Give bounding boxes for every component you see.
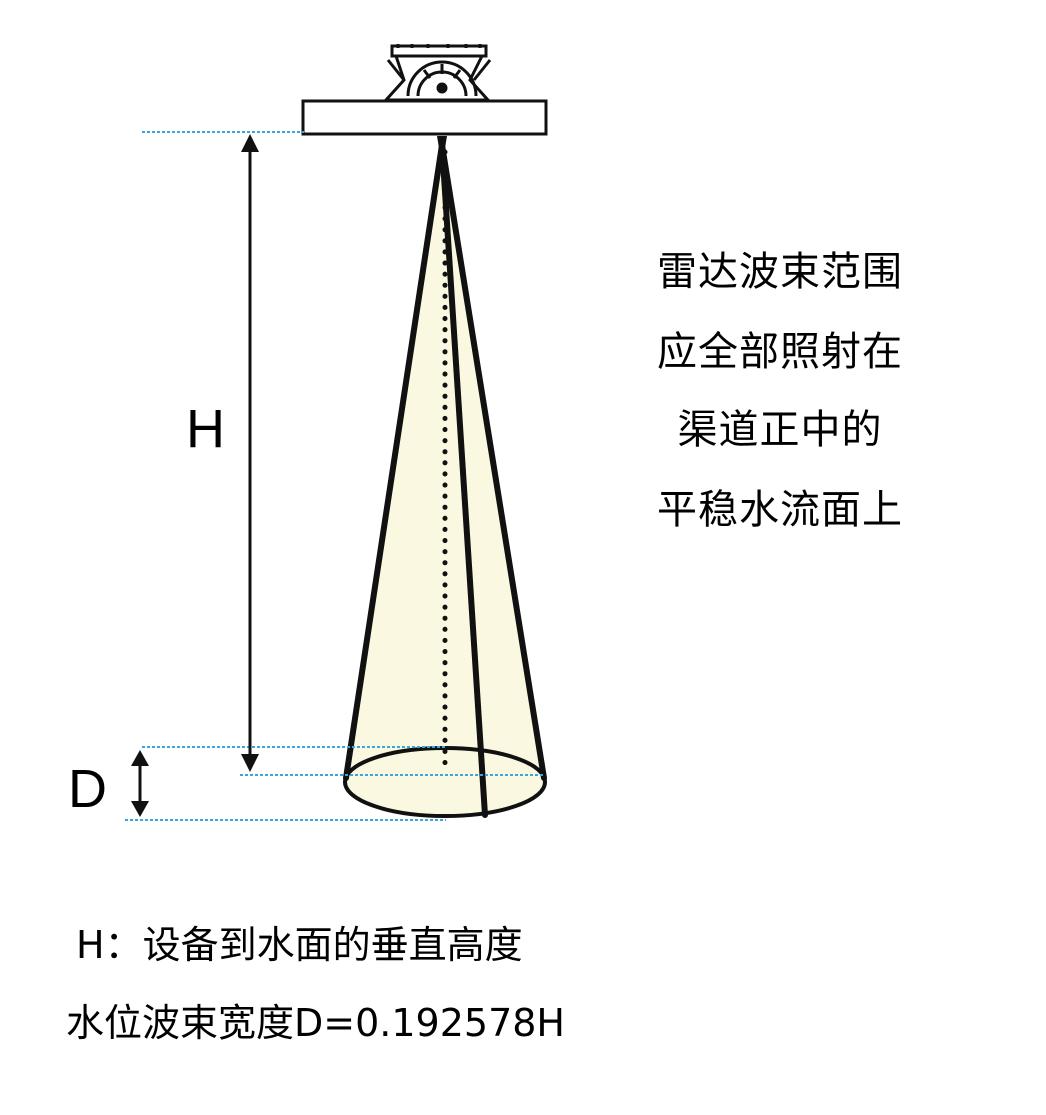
radar-beam-cone [343, 142, 547, 818]
height-dimension-arrow [241, 134, 259, 772]
beam-edge-front [439, 142, 488, 818]
radar-mount-bracket [382, 44, 492, 102]
beam-edge-left [343, 142, 445, 781]
width-label: D [68, 759, 107, 819]
note-line-4: 平稳水流面上 [657, 487, 903, 533]
caption-height-definition: H：设备到水面的垂直高度 [76, 923, 523, 967]
note-line-2: 应全部照射在 [657, 329, 903, 375]
radar-device [301, 44, 548, 148]
height-label: H [186, 399, 225, 459]
beam-footprint-ellipse [343, 746, 547, 818]
note-line-1: 雷达波束范围 [657, 249, 903, 295]
width-dimension-arrow [131, 750, 149, 817]
radar-mount-plate [301, 99, 548, 136]
guide-lines [125, 131, 545, 821]
caption-beam-width-formula: 水位波束宽度D=0.192578H [66, 1001, 565, 1045]
note-line-3: 渠道正中的 [677, 407, 883, 453]
beam-edge-right [439, 142, 547, 781]
beam-fill [345, 145, 545, 816]
